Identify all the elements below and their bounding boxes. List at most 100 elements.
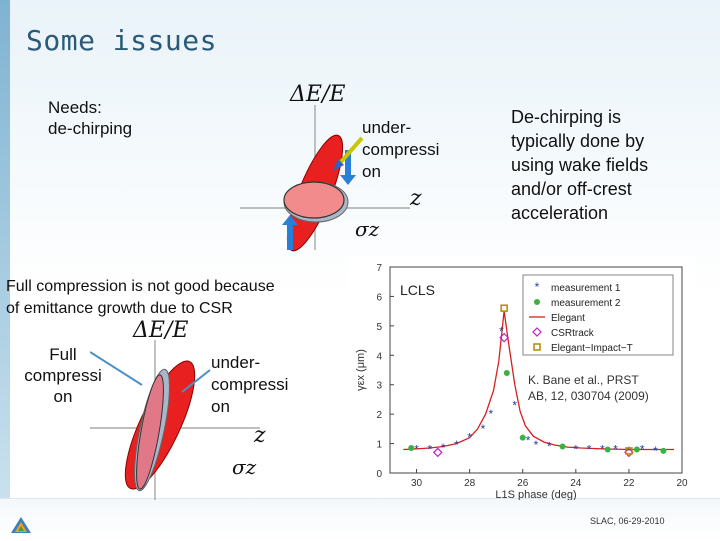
x-tick-label: 24 xyxy=(570,478,582,489)
full-line-3: on xyxy=(53,387,73,406)
measurement-2-point xyxy=(559,443,566,450)
x-tick-label: 28 xyxy=(464,478,476,489)
top-de-label: ΔE/E xyxy=(290,82,346,107)
top-down-arrow-icon xyxy=(340,150,356,185)
legend-label: Elegant−Impact−T xyxy=(551,343,633,354)
top-under-compression-label: under- compressi on xyxy=(362,117,439,183)
full-pointer-line xyxy=(90,351,143,386)
chart-plot-frame xyxy=(389,266,683,474)
legend-label: measurement 2 xyxy=(551,298,621,309)
measurement-1-point: * xyxy=(547,440,552,454)
y-tick-label: 1 xyxy=(376,440,382,451)
dechirp-line-3: using wake fields xyxy=(511,155,649,175)
top-pink-bunch xyxy=(283,181,345,219)
measurement-2-point xyxy=(633,446,640,453)
dechirp-line-5: acceleration xyxy=(511,203,609,223)
full-line-1: Full xyxy=(49,345,77,364)
x-tick-label: 22 xyxy=(623,478,635,489)
full-line-2: compressi xyxy=(24,366,102,385)
elegant-curve xyxy=(403,311,674,451)
top-up-arrow-icon xyxy=(282,215,298,250)
measurement-1-point: * xyxy=(653,444,658,458)
chart-citation: K. Bane et al., PRST AB, 12, 030704 (200… xyxy=(528,372,649,404)
legend-box xyxy=(522,274,674,356)
y-tick-label: 6 xyxy=(376,292,382,303)
full-comp-line-2: of emittance growth due to CSR xyxy=(6,300,233,317)
measurement-1-point: * xyxy=(489,407,494,421)
full-compression-label: Full compressi on xyxy=(18,344,108,407)
top-pointer-arrowhead-icon xyxy=(333,159,344,171)
top-sigma-label: σz xyxy=(355,217,380,241)
legend-marker xyxy=(532,327,542,337)
needs-text: Needs: de-chirping xyxy=(48,97,132,139)
bottom-under-line-2: compressi xyxy=(211,375,289,394)
under-pointer-line xyxy=(181,369,211,393)
needs-line-2: de-chirping xyxy=(48,119,133,138)
bottom-z-label: z xyxy=(254,423,266,448)
measurement-1-point: * xyxy=(526,434,531,448)
measurement-1-point: * xyxy=(613,442,618,456)
measurement-1-point: * xyxy=(427,442,432,456)
measurement-1-point: * xyxy=(414,442,419,456)
measurement-1-point: * xyxy=(587,442,592,456)
top-under-line-3: on xyxy=(362,162,381,181)
measurement-1-point: * xyxy=(534,438,539,452)
citation-line-1: K. Bane et al., PRST xyxy=(528,373,639,387)
y-tick-label: 0 xyxy=(376,469,382,480)
y-axis-label: γεx (μm) xyxy=(355,349,367,391)
x-tick-label: 30 xyxy=(411,478,423,489)
legend-marker xyxy=(533,343,541,351)
bottom-phase-space-diagram xyxy=(90,340,260,500)
measurement-2-point xyxy=(660,447,667,454)
y-tick-label: 7 xyxy=(376,263,382,274)
measurement-1-point: * xyxy=(573,442,578,456)
measurement-1-point: * xyxy=(640,442,645,456)
csrtrack-point xyxy=(499,332,509,343)
measurement-1-point: * xyxy=(454,438,459,452)
full-comp-line-1: Full compression is not good because xyxy=(6,278,275,295)
dechirp-line-2: typically done by xyxy=(511,131,645,151)
chart-title: LCLS xyxy=(400,282,435,298)
y-tick-label: 3 xyxy=(376,381,382,392)
measurement-2-point xyxy=(604,446,611,453)
needs-line-1: Needs: xyxy=(48,98,102,117)
footer-date: SLAC, 06-29-2010 xyxy=(590,516,665,526)
legend-marker: * xyxy=(535,280,540,294)
measurement-1-point: * xyxy=(481,422,486,436)
top-under-line-2: compressi xyxy=(362,140,440,159)
top-under-line-1: under- xyxy=(362,118,412,137)
measurement-1-point: * xyxy=(627,444,632,458)
top-pointer-line xyxy=(338,136,364,165)
footer-band xyxy=(0,498,720,541)
x-axis-label: L1S phase (deg) xyxy=(495,489,576,500)
left-accent-band xyxy=(0,0,10,500)
y-tick-label: 4 xyxy=(376,351,382,362)
csrtrack-point xyxy=(432,447,443,458)
legend-label: measurement 1 xyxy=(551,283,621,294)
measurement-2-point xyxy=(408,444,415,451)
measurement-1-point: * xyxy=(441,441,446,455)
legend-marker xyxy=(534,299,540,305)
top-phase-space-diagram xyxy=(240,105,410,252)
measurement-1-point: * xyxy=(512,398,517,412)
y-tick-label: 2 xyxy=(376,410,382,421)
elegant-impact-t-point xyxy=(500,304,508,312)
full-compression-text: Full compression is not good because of … xyxy=(6,276,275,320)
measurement-2-point xyxy=(503,369,510,376)
bottom-under-line-1: under- xyxy=(211,353,261,372)
dechirp-text: De-chirping is typically done by using w… xyxy=(511,105,648,225)
dechirp-line-1: De-chirping is xyxy=(511,107,622,127)
bottom-de-label: ΔE/E xyxy=(133,318,189,343)
x-tick-label: 26 xyxy=(517,478,529,489)
legend-label: CSRtrack xyxy=(551,328,595,339)
dechirp-line-4: and/or off-crest xyxy=(511,179,632,199)
top-z-label: z xyxy=(410,186,422,211)
bottom-under-line-3: on xyxy=(211,397,230,416)
bottom-under-compression-label: under- compressi on xyxy=(211,352,288,418)
slac-logo-icon xyxy=(11,517,31,533)
measurement-1-point: * xyxy=(499,325,504,339)
citation-line-2: AB, 12, 030704 (2009) xyxy=(528,389,649,403)
measurement-1-point: * xyxy=(600,442,605,456)
measurement-1-point: * xyxy=(467,431,472,445)
